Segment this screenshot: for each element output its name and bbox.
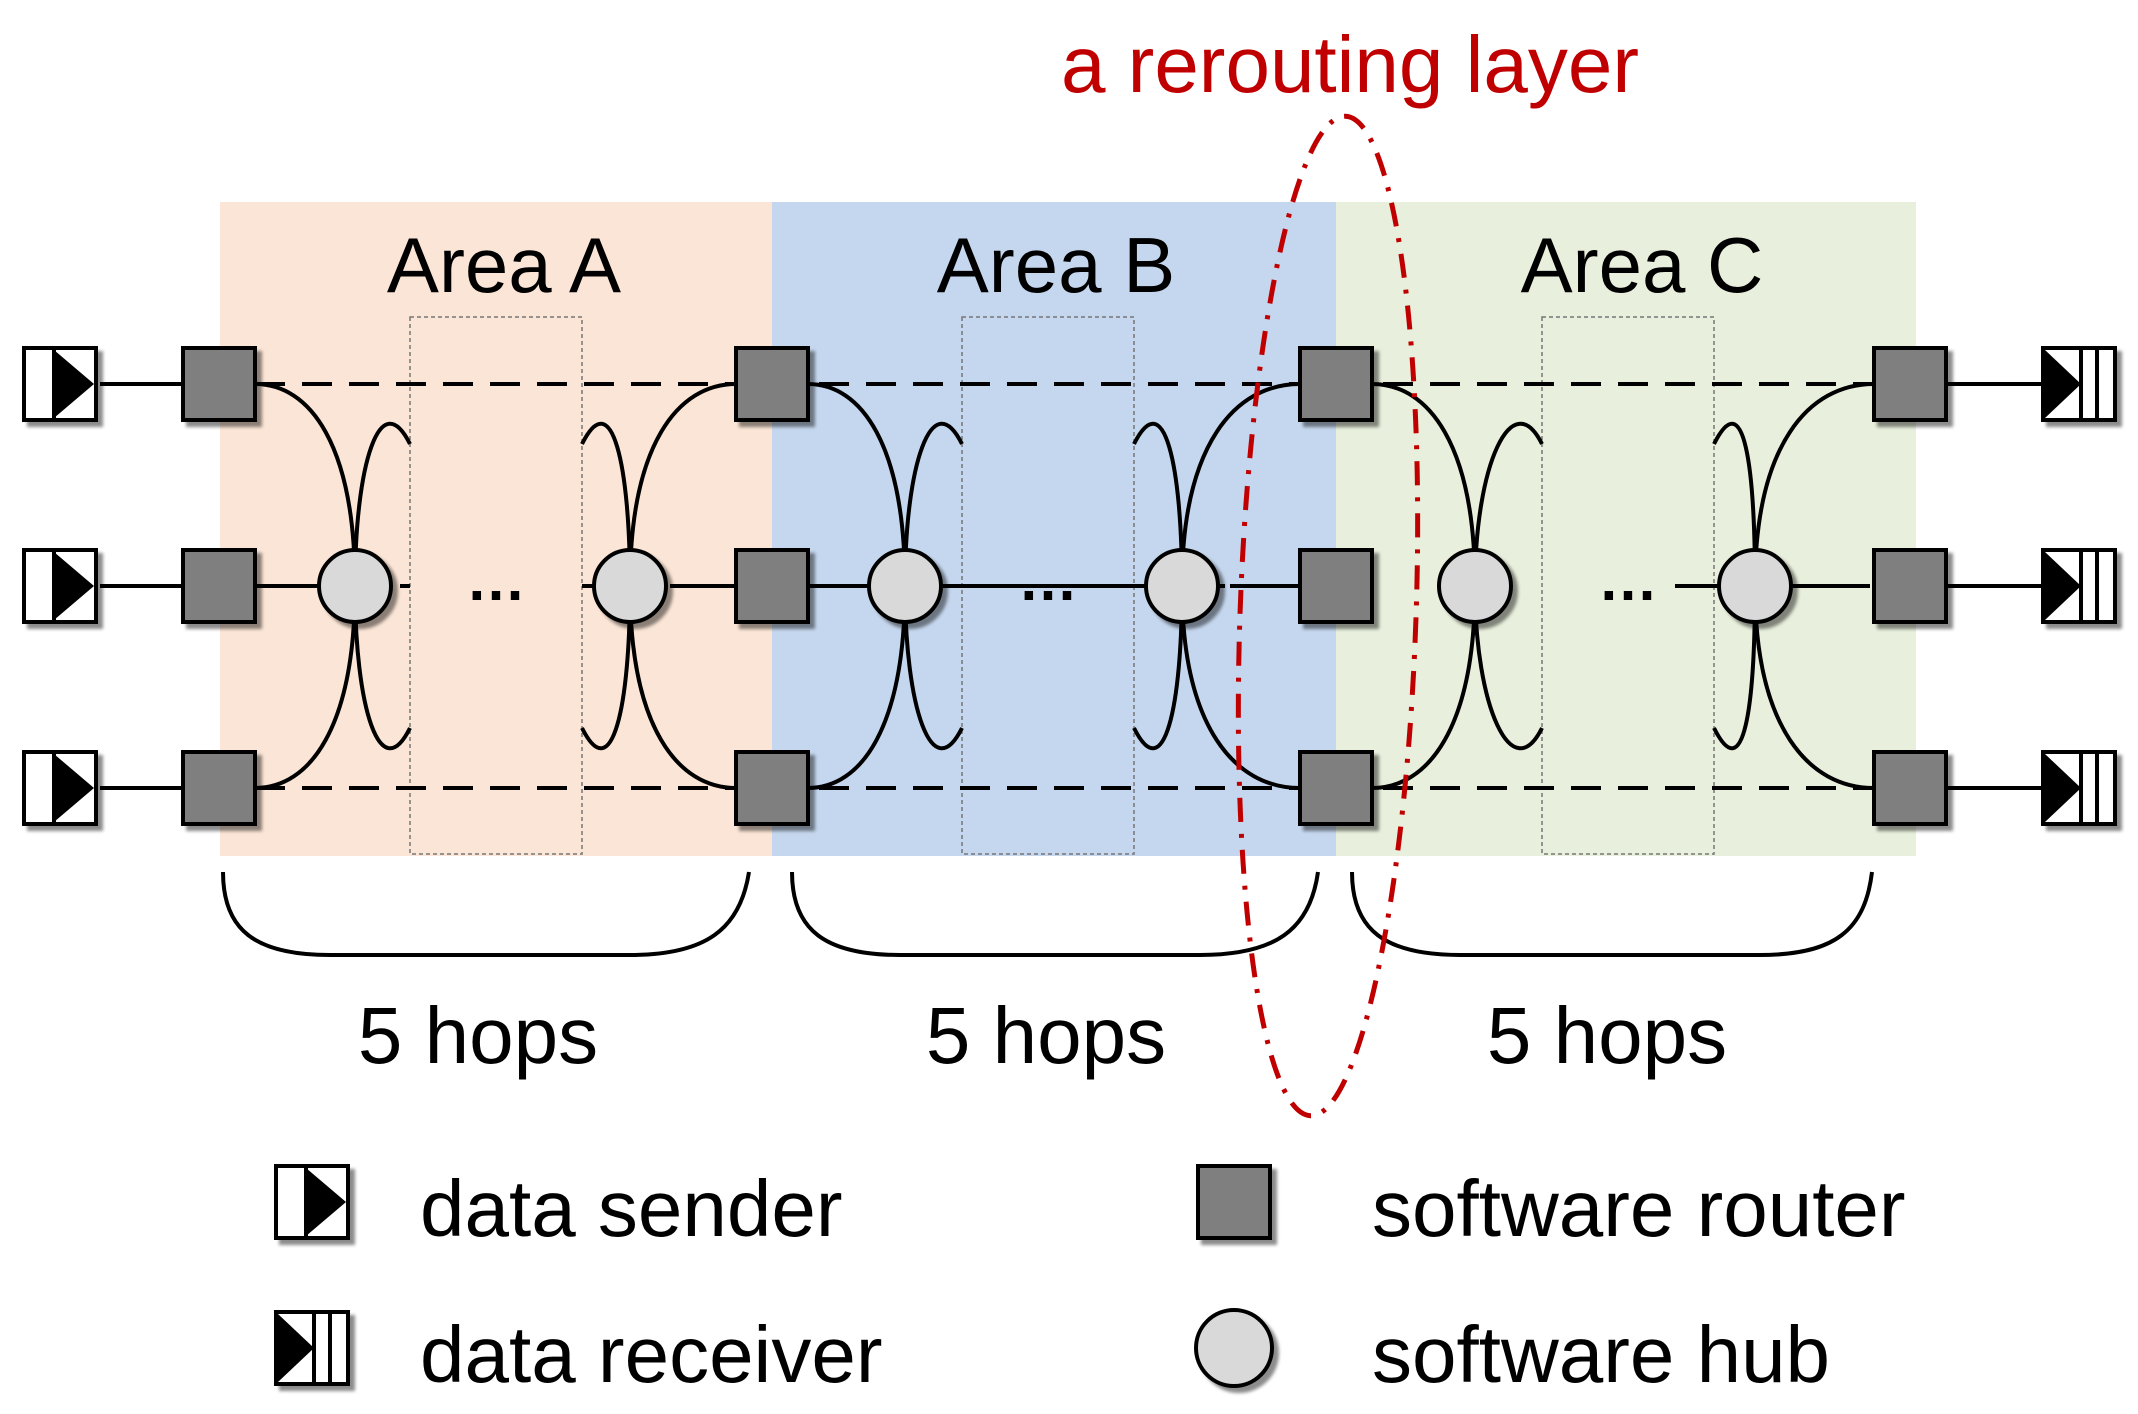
software-router: [1298, 750, 1374, 826]
software-hub: [1437, 548, 1513, 624]
data-sender-icon-shape: [274, 1164, 350, 1240]
link-curve: [580, 421, 632, 587]
dashed-links: [255, 382, 1910, 790]
area-c-label: Area C: [1521, 221, 1764, 309]
software-hubs: [317, 548, 1793, 624]
link-curve: [1132, 421, 1184, 587]
software-hub: [1144, 548, 1220, 624]
software-router: [1872, 346, 1948, 422]
data-receiver-icon-shape: [274, 1310, 350, 1386]
link-curve: [628, 585, 737, 790]
software-hub-icon: [1194, 1308, 1274, 1388]
link-curve: [254, 585, 357, 790]
link-curve: [1712, 585, 1757, 751]
data-receiver: [2041, 750, 2117, 826]
link-curve: [1132, 585, 1184, 751]
area-c-hops-label: 5 hops: [1487, 991, 1727, 1080]
software-routers: [181, 346, 1948, 826]
link-curve: [1371, 382, 1477, 587]
link-curve: [1180, 585, 1301, 790]
link-curve: [1473, 421, 1544, 587]
area-a-label: Area A: [387, 221, 621, 309]
data-sender-icon: [274, 1164, 350, 1240]
software-router: [1298, 548, 1374, 624]
hop-braces: [221, 871, 1874, 957]
data-senders: [22, 346, 98, 826]
software-router: [1872, 548, 1948, 624]
area-a-inner-region: [409, 316, 583, 855]
area-a-hops-label: 5 hops: [358, 991, 598, 1080]
hub-router-links: [254, 382, 1875, 790]
software-router-icon: [1196, 1164, 1272, 1240]
data-receivers: [2041, 346, 2117, 826]
link-curve: [254, 382, 357, 587]
link-curve: [807, 585, 907, 790]
endpoint-links: [100, 382, 2045, 790]
software-router-icon-shape: [1196, 1164, 1272, 1240]
data-receiver: [2041, 346, 2117, 422]
software-router: [1298, 346, 1374, 422]
software-router: [1872, 750, 1948, 826]
legend-sender-label: data sender: [420, 1164, 843, 1253]
data-sender: [22, 750, 98, 826]
software-router: [181, 346, 257, 422]
link-curve: [353, 421, 412, 587]
link-curve: [903, 421, 964, 587]
data-receiver-icon: [274, 1310, 350, 1386]
legend-hub-label: software hub: [1372, 1310, 1830, 1399]
data-sender: [22, 346, 98, 422]
link-curve: [1753, 382, 1875, 587]
link-curve: [1473, 585, 1544, 751]
software-hub-icon-shape: [1194, 1308, 1274, 1388]
area-b-hops-label: 5 hops: [926, 991, 1166, 1080]
link-curve: [1180, 382, 1301, 587]
link-curve: [903, 585, 964, 751]
link-curve: [580, 585, 632, 751]
link-curve: [1753, 585, 1875, 790]
rerouting-layer-ellipse: [1235, 113, 1421, 1119]
area-a-brace: [221, 871, 751, 957]
area-c-brace: [1350, 871, 1874, 957]
link-curve: [1371, 585, 1477, 790]
area-b-ellipsis: …: [1018, 546, 1078, 613]
link-curve: [353, 585, 412, 751]
area-c-ellipsis: …: [1598, 546, 1658, 613]
area-a-ellipsis: …: [466, 546, 526, 613]
legend: data sender data receiver software route…: [274, 1164, 1906, 1399]
link-curve: [807, 382, 907, 587]
software-router: [181, 750, 257, 826]
legend-router-label: software router: [1372, 1164, 1906, 1253]
area-b-label: Area B: [937, 221, 1175, 309]
link-curve: [628, 382, 737, 587]
legend-receiver-label: data receiver: [420, 1310, 882, 1399]
software-hub: [317, 548, 393, 624]
link-curve: [1712, 421, 1757, 587]
software-router: [734, 548, 810, 624]
data-sender: [22, 548, 98, 624]
rerouting-layer-label: a rerouting layer: [1061, 20, 1639, 109]
software-hub: [1717, 548, 1793, 624]
data-receiver: [2041, 548, 2117, 624]
software-hub: [867, 548, 943, 624]
software-router: [181, 548, 257, 624]
software-router: [734, 750, 810, 826]
software-router: [734, 346, 810, 422]
software-hub: [592, 548, 668, 624]
area-b-brace: [790, 871, 1320, 957]
